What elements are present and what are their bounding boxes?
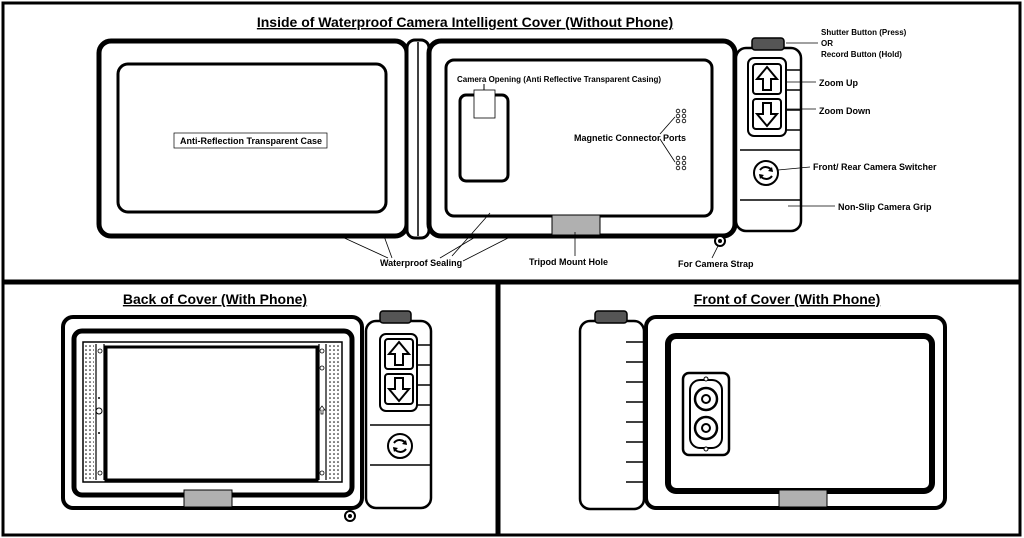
panel-inside-border [1, 1, 1022, 283]
front-cover-body [644, 315, 947, 510]
panel-back-border [1, 281, 499, 537]
back-shutter-button [379, 310, 412, 324]
front-panel-title: Front of Cover (With Phone) [694, 291, 881, 307]
shutter-label-line2: OR [821, 39, 833, 48]
camera-switcher-button [753, 160, 779, 186]
anti-reflection-case-label-box: Anti-Reflection Transparent Case [173, 132, 328, 149]
magnetic-connector-port-top [675, 108, 687, 124]
zoom-down-button [752, 98, 782, 130]
sealing-label: Waterproof Sealing [380, 258, 462, 268]
phone-side-texture-right [328, 344, 340, 480]
magnetic-ports-label: Magnetic Connector Ports [574, 133, 686, 143]
magnetic-connector-port-bottom [675, 155, 687, 171]
front-grip [578, 319, 646, 511]
shutter-label-line1: Shutter Button (Press) [821, 28, 907, 37]
back-tripod-mount [183, 489, 233, 508]
back-cover-body [61, 315, 364, 510]
anti-reflection-case-label: Anti-Reflection Transparent Case [180, 136, 322, 146]
front-tripod-mount [778, 489, 828, 508]
rear-camera-module [681, 371, 731, 457]
camera-switcher-label: Front/ Rear Camera Switcher [813, 162, 937, 172]
zoom-down-label: Zoom Down [819, 106, 871, 116]
strap-label: For Camera Strap [678, 259, 754, 269]
tripod-mount [551, 214, 601, 236]
back-zoom-down-icon [384, 373, 414, 405]
back-zoom-up-icon [384, 338, 414, 370]
phone-side-texture-left [84, 344, 94, 480]
shutter-label-line3: Record Button (Hold) [821, 50, 902, 59]
tripod-label: Tripod Mount Hole [529, 257, 608, 267]
zoom-up-button [752, 63, 782, 95]
back-switcher-icon [387, 433, 413, 459]
back-phone-screen [104, 345, 319, 482]
zoom-up-label: Zoom Up [819, 78, 858, 88]
camera-lens-window [473, 89, 496, 119]
shutter-button [751, 37, 785, 51]
inside-panel-title: Inside of Waterproof Camera Intelligent … [257, 14, 673, 30]
grip-label: Non-Slip Camera Grip [838, 202, 932, 212]
panel-front-border [497, 281, 1022, 537]
camera-opening-label: Camera Opening (Anti Reflective Transpar… [457, 75, 661, 84]
front-shutter-button [594, 310, 628, 324]
back-panel-title: Back of Cover (With Phone) [123, 291, 307, 307]
